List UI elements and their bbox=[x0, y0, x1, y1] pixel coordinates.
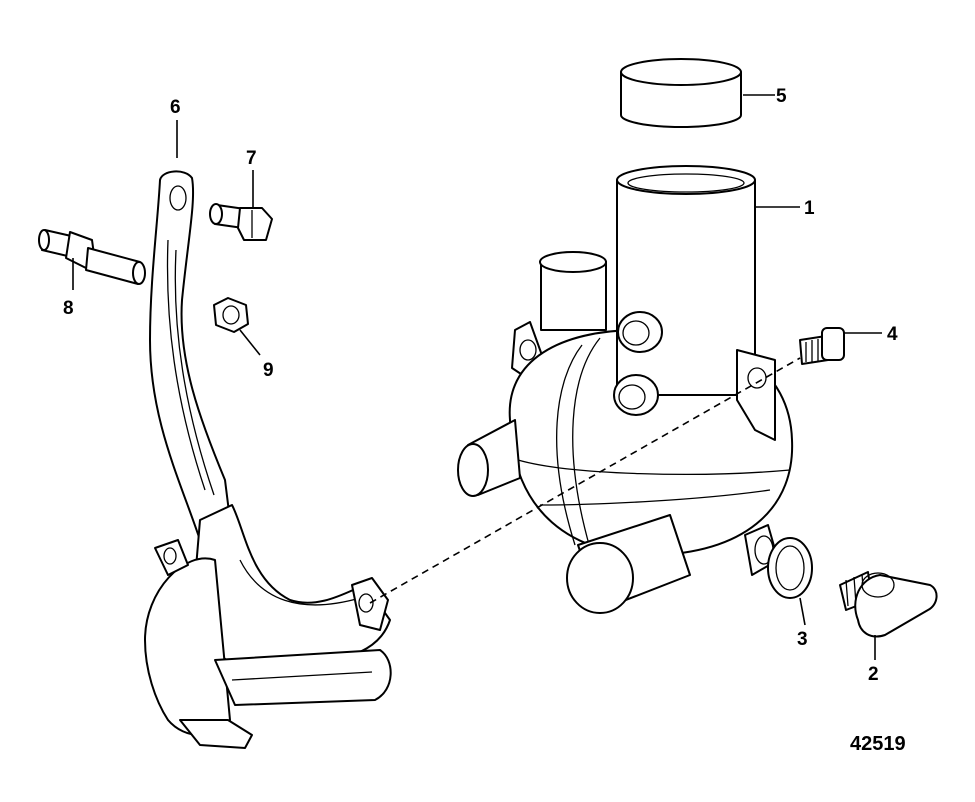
leader-lines bbox=[72, 94, 882, 660]
part-3-washer bbox=[767, 537, 813, 599]
callout-6: 6 bbox=[170, 97, 181, 118]
callout-1: 1 bbox=[804, 198, 815, 219]
callout-labels: 5 1 4 6 7 8 9 3 2 bbox=[63, 86, 898, 685]
callout-7: 7 bbox=[246, 148, 257, 169]
callout-3: 3 bbox=[797, 629, 808, 650]
part-2-drain-plug bbox=[839, 571, 938, 638]
callout-5: 5 bbox=[776, 86, 787, 107]
part-5-cap bbox=[620, 58, 742, 128]
callout-9: 9 bbox=[263, 360, 274, 381]
part-6-bracket bbox=[144, 170, 392, 749]
part-9-nut bbox=[213, 297, 249, 333]
part-4-bolt bbox=[799, 327, 845, 365]
callout-4: 4 bbox=[887, 324, 898, 345]
part-1-housing bbox=[457, 165, 794, 614]
callout-2: 2 bbox=[868, 664, 879, 685]
part-7-bolt bbox=[209, 203, 273, 241]
callout-8: 8 bbox=[63, 298, 74, 319]
alignment-lines bbox=[369, 357, 801, 604]
figure-number: 42519 bbox=[850, 733, 906, 755]
part-8-stud bbox=[38, 229, 146, 285]
